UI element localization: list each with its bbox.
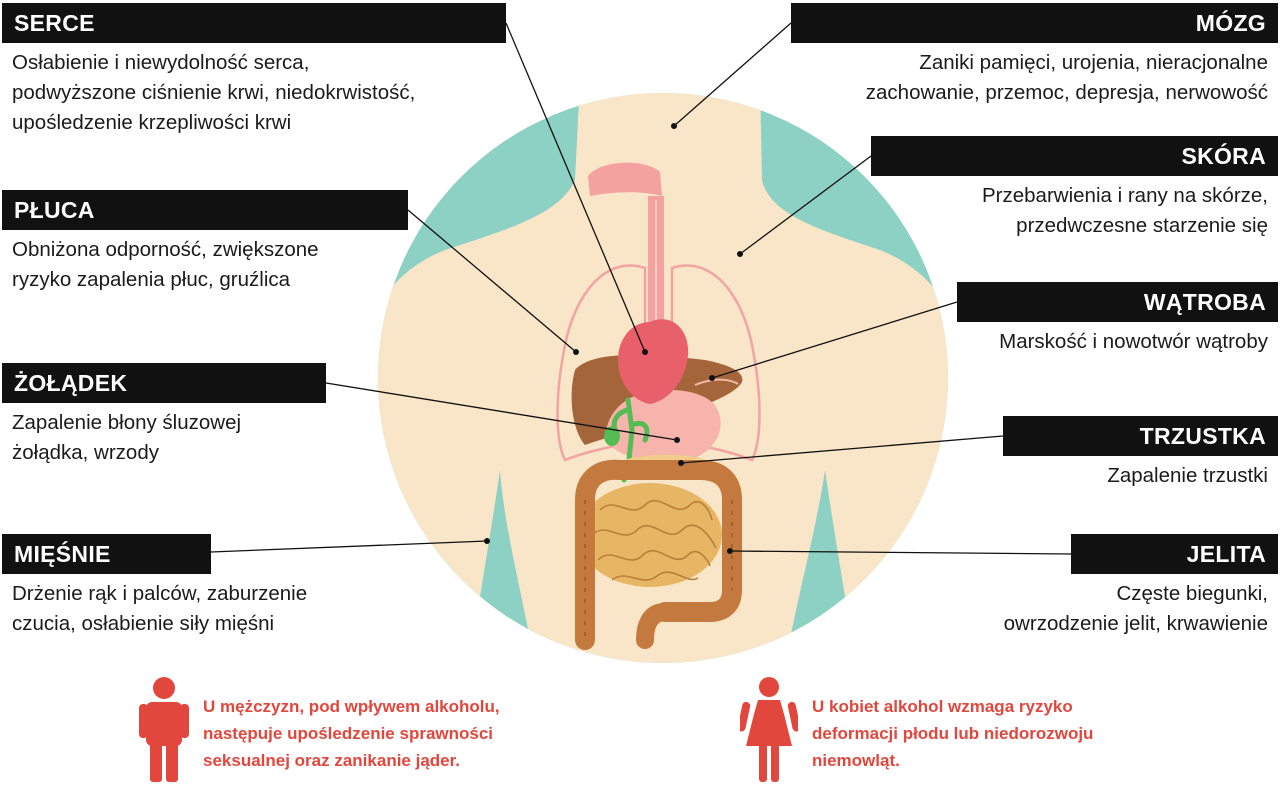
label-zoladek-title: ŻOŁĄDEK (2, 363, 326, 403)
note-women: U kobiet alkohol wzmaga ryzyko deformacj… (812, 697, 1094, 770)
female-figure-icon (740, 677, 798, 782)
label-miesnie-desc: Drżenie rąk i palców, zaburzenie czucia,… (12, 582, 308, 635)
note-men: U mężczyzn, pod wpływem alkoholu, następ… (203, 697, 500, 770)
small-intestine (578, 483, 722, 587)
label-trzustka-title: TRZUSTKA (1003, 416, 1278, 456)
esophagus (588, 162, 664, 335)
male-figure-icon (139, 677, 189, 782)
label-watroba-title: WĄTROBA (957, 282, 1278, 322)
label-mozg-title: MÓZG (791, 3, 1278, 43)
label-zoladek: ŻOŁĄDEK Zapalenie błony śluzowej żołądka… (2, 363, 326, 468)
label-pluca-title: PŁUCA (2, 190, 408, 230)
label-trzustka: TRZUSTKA Zapalenie trzustki (1003, 416, 1278, 491)
label-watroba-desc: Marskość i nowotwór wątroby (999, 330, 1268, 353)
label-jelita-desc: Częste biegunki, owrzodzenie jelit, krwa… (1003, 582, 1268, 635)
label-mozg: MÓZG Zaniki pamięci, urojenia, nieracjon… (791, 3, 1278, 108)
stomach (606, 389, 721, 464)
label-serce-title: SERCE (2, 3, 506, 43)
label-miesnie: MIĘŚNIE Drżenie rąk i palców, zaburzenie… (2, 534, 307, 639)
label-jelita: JELITA Częste biegunki, owrzodzenie jeli… (1004, 534, 1278, 639)
label-miesnie-title: MIĘŚNIE (2, 534, 211, 574)
label-serce-desc: Osłabienie i niewydolność serca, podwyżs… (12, 51, 416, 134)
label-watroba: WĄTROBA Marskość i nowotwór wątroby (957, 282, 1278, 357)
label-serce: SERCE Osłabienie i niewydolność serca, p… (2, 3, 506, 138)
label-zoladek-desc: Zapalenie błony śluzowej żołądka, wrzody (12, 411, 242, 464)
label-skora: SKÓRA Przebarwienia i rany na skórze, pr… (871, 136, 1278, 241)
label-pluca-desc: Obniżona odporność, zwiększone ryzyko za… (12, 238, 319, 291)
label-skora-desc: Przebarwienia i rany na skórze, przedwcz… (982, 184, 1268, 237)
leader-dots (484, 123, 743, 554)
label-skora-title: SKÓRA (871, 136, 1278, 176)
heart (618, 319, 689, 404)
label-mozg-desc: Zaniki pamięci, urojenia, nieracjonalne … (865, 51, 1268, 104)
label-pluca: PŁUCA Obniżona odporność, zwiększone ryz… (2, 190, 408, 295)
label-trzustka-desc: Zapalenie trzustki (1107, 464, 1268, 487)
label-jelita-title: JELITA (1071, 534, 1278, 574)
leader-lines (210, 22, 1072, 555)
colon (575, 459, 742, 650)
